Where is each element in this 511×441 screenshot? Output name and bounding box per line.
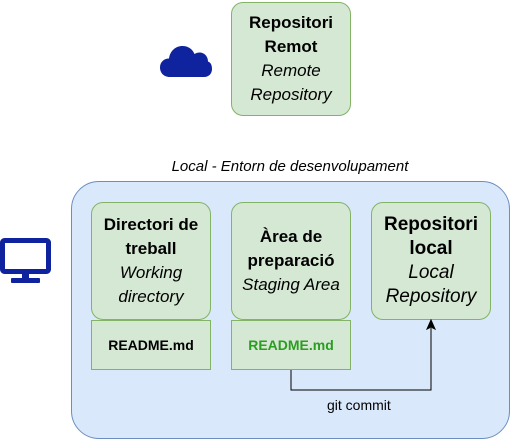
remote-subtitle-line2: Repository — [250, 85, 332, 104]
git-commit-label: git commit — [327, 397, 391, 413]
local-repo-title-line1: Repositori — [384, 214, 478, 235]
local-repo-subtitle-line2: Repository — [385, 286, 477, 307]
remote-subtitle-line1: Remote — [261, 61, 321, 80]
working-dir-file: README.md — [91, 320, 211, 370]
staging-file: README.md — [231, 320, 351, 370]
staging-title-line1: Àrea de — [259, 227, 323, 246]
local-environment-label: Local - Entorn de desenvolupament — [171, 158, 409, 175]
staging-subtitle: Staging Area — [242, 275, 340, 294]
working-dir-subtitle-line2: directory — [118, 287, 184, 306]
working-dir-title-line2: treball — [125, 239, 177, 258]
staging-area-box: Àrea de preparació Staging Area — [231, 202, 351, 320]
local-repo-title-line2: local — [409, 238, 453, 259]
working-dir-subtitle-line1: Working — [119, 263, 183, 282]
remote-title-line2: Remot — [264, 37, 318, 56]
remote-title-line1: Repositori — [248, 13, 334, 32]
cloud-icon — [160, 46, 212, 77]
staging-title-line2: preparació — [247, 251, 335, 270]
staging-file-name: README.md — [248, 337, 334, 353]
monitor-icon — [0, 238, 51, 283]
working-dir-file-name: README.md — [108, 337, 194, 353]
remote-repository-box: Repositori Remot Remote Repository — [231, 2, 351, 116]
working-directory-box: Directori de treball Working directory — [91, 202, 211, 320]
working-dir-title-line1: Directori de — [103, 215, 199, 234]
local-repository-box: Repositori local Local Repository — [371, 202, 491, 320]
local-repo-subtitle-line1: Local — [408, 262, 454, 283]
